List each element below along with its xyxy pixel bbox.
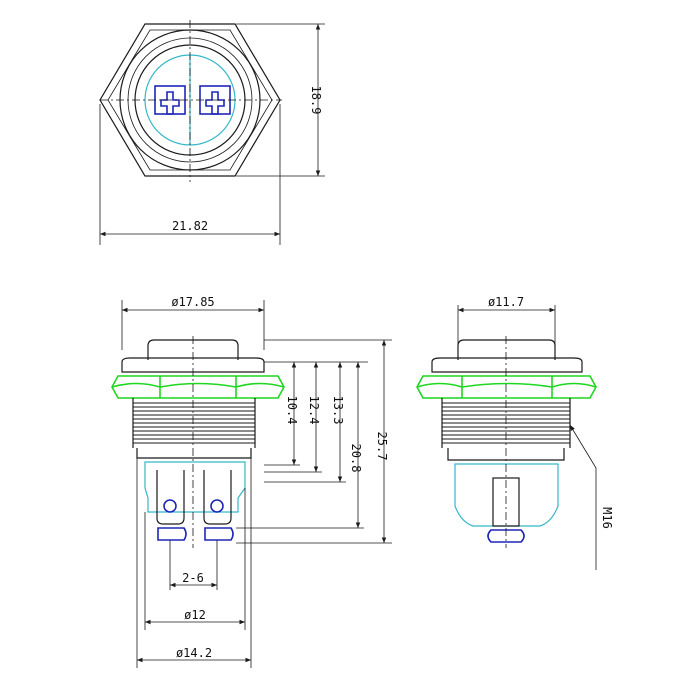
hex-nut [111, 375, 285, 399]
bezel-flange [431, 357, 583, 373]
terminal [487, 477, 525, 543]
button-cap [457, 339, 556, 360]
insulator-base [144, 461, 246, 513]
dim-25-7-label: 25.7 [375, 432, 389, 461]
dim-13-3-label: 13.3 [331, 396, 345, 425]
top-view: 18.9 21.82 [99, 20, 325, 245]
dim-terminal-spacing-label: 2-6 [182, 571, 204, 585]
terminal-left [156, 470, 187, 541]
side-view: ø11.7 [416, 295, 614, 570]
dim-10-4-label: 10.4 [285, 396, 299, 425]
insulator-base [454, 463, 559, 527]
thread-leader [569, 424, 597, 570]
dim-body-diameter-label: ø14.2 [176, 646, 212, 660]
dim-20-8-label: 20.8 [349, 444, 363, 473]
hex-nut [416, 375, 597, 399]
thread-label: M16 [600, 507, 614, 529]
front-view: ø17.85 [111, 295, 392, 668]
dim-terminal-span-label: ø12 [184, 608, 206, 622]
threaded-body [132, 398, 256, 459]
dim-height-label: 18.9 [309, 86, 323, 115]
dim-button-diameter-label: ø11.7 [488, 295, 524, 309]
dim-width-label: 21.82 [172, 219, 208, 233]
dim-bezel-diameter-label: ø17.85 [171, 295, 214, 309]
dim-12-4-label: 12.4 [307, 396, 321, 425]
terminal-right [203, 470, 234, 541]
bezel-flange [121, 357, 265, 373]
